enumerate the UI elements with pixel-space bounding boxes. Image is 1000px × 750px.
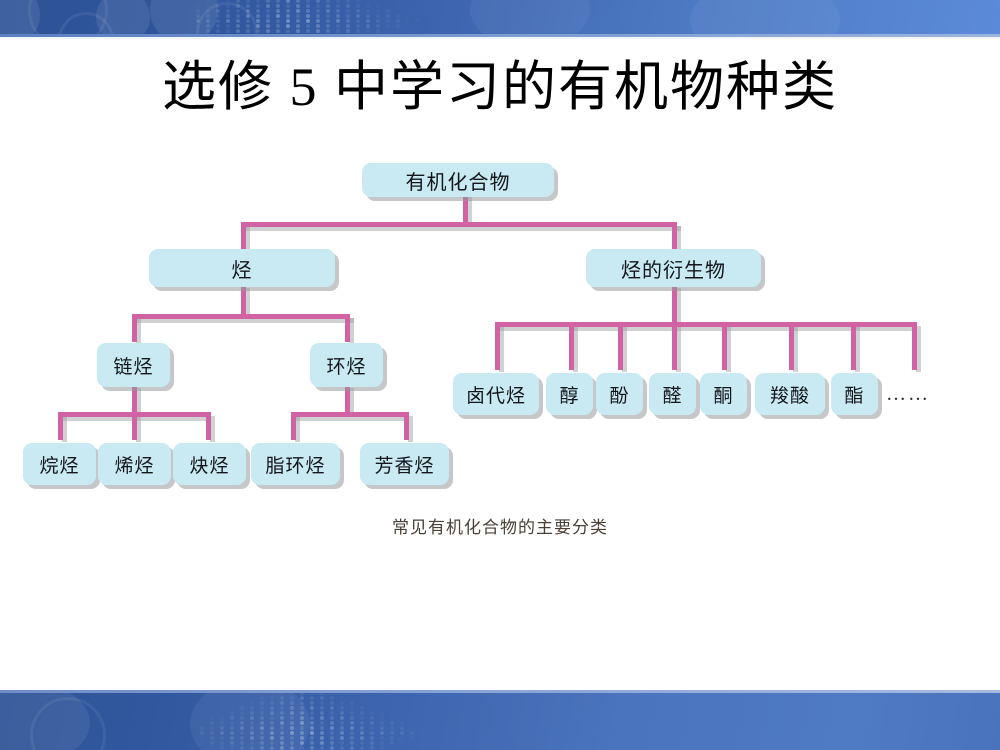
node-cyclic-hydrocarbon[interactable]: 环烃 xyxy=(310,343,383,387)
connector-ring-down xyxy=(345,386,350,414)
connector-to-alkyne xyxy=(206,412,211,440)
connector-chain-down xyxy=(132,386,137,414)
connector-to-alkane xyxy=(58,412,63,440)
node-ester[interactable]: 酯 xyxy=(831,373,878,415)
ellipsis-more-derivatives: …… xyxy=(886,383,930,405)
connector-to-phenol xyxy=(618,322,623,370)
node-organic-compound[interactable]: 有机化合物 xyxy=(362,163,554,197)
top-band-divider-light xyxy=(0,37,1000,39)
node-alkane[interactable]: 烷烃 xyxy=(23,443,96,485)
node-chain-hydrocarbon[interactable]: 链烃 xyxy=(97,343,170,387)
node-hydrocarbon-derivative[interactable]: 烃的衍生物 xyxy=(586,249,761,287)
connector-shadow xyxy=(245,288,250,316)
connector-to-derivatives xyxy=(672,222,677,250)
connector-shadow xyxy=(676,226,681,252)
connector-shadow xyxy=(573,326,578,372)
node-haloalkane[interactable]: 卤代烃 xyxy=(453,373,539,415)
connector-shadow xyxy=(295,416,300,442)
diagram-caption: 常见有机化合物的主要分类 xyxy=(392,518,608,537)
connector-to-others xyxy=(912,322,917,370)
connector-shadow xyxy=(676,326,681,372)
connector-shadow xyxy=(726,326,731,372)
connector-to-alkene xyxy=(132,412,137,440)
node-aldehyde[interactable]: 醛 xyxy=(649,373,696,415)
decorative-circle xyxy=(690,0,840,34)
connector-hydrocarbon-down xyxy=(241,286,246,316)
decorative-circle xyxy=(28,0,108,34)
node-phenol[interactable]: 酚 xyxy=(596,373,643,415)
connector-level3-bus xyxy=(132,314,350,319)
node-aromatic-hydrocarbon[interactable]: 芳香烃 xyxy=(360,443,449,485)
connector-shadow xyxy=(136,318,354,323)
connector-shadow xyxy=(467,196,472,224)
node-alkene[interactable]: 烯烃 xyxy=(98,443,171,485)
decorative-circle xyxy=(30,697,106,750)
connector-shadow xyxy=(793,326,798,372)
node-alcohol[interactable]: 醇 xyxy=(546,373,593,415)
bottom-band-divider xyxy=(0,690,1000,693)
page-title: 选修 5 中学习的有机物种类 xyxy=(162,57,838,117)
decorative-circle xyxy=(190,693,310,750)
node-carboxylic-acid[interactable]: 羧酸 xyxy=(755,373,825,415)
connector-ring-bus xyxy=(291,412,404,417)
connector-root-down xyxy=(463,194,468,224)
connector-to-carboxylic-acid xyxy=(789,322,794,370)
node-ketone[interactable]: 酮 xyxy=(700,373,747,415)
connector-to-alcohol xyxy=(569,322,574,370)
connector-shadow xyxy=(136,416,141,442)
connector-to-hydrocarbon xyxy=(241,222,246,250)
connector-to-haloalkane xyxy=(495,322,500,370)
connector-shadow xyxy=(916,326,921,372)
connector-to-aldehyde xyxy=(672,322,677,370)
bottom-decoration-band xyxy=(0,693,1000,750)
top-decoration-band xyxy=(0,0,1000,34)
connector-shadow xyxy=(136,388,141,414)
top-band-divider xyxy=(0,34,1000,37)
connector-shadow xyxy=(295,416,408,421)
node-alicyclic-hydrocarbon[interactable]: 脂环烃 xyxy=(251,443,340,485)
connector-shadow xyxy=(62,416,67,442)
connector-shadow xyxy=(676,288,681,324)
node-hydrocarbon[interactable]: 烃 xyxy=(149,249,335,287)
connector-shadow xyxy=(136,318,141,344)
connector-to-ester xyxy=(851,322,856,370)
connector-shadow xyxy=(499,326,916,331)
connector-shadow xyxy=(408,416,413,442)
connector-shadow xyxy=(210,416,215,442)
connector-to-chain xyxy=(132,314,137,342)
connector-derivatives-bus xyxy=(495,322,912,327)
connector-to-aromatic xyxy=(404,412,409,440)
connector-level2-bus xyxy=(241,222,677,227)
connector-shadow xyxy=(855,326,860,372)
connector-shadow xyxy=(499,326,504,372)
node-alkyne[interactable]: 炔烃 xyxy=(173,443,246,485)
connector-derivatives-down xyxy=(672,286,677,324)
decorative-circle xyxy=(470,0,590,34)
connector-to-ring xyxy=(345,314,350,342)
connector-to-ketone xyxy=(722,322,727,370)
connector-shadow xyxy=(349,318,354,344)
connector-shadow xyxy=(622,326,627,372)
connector-shadow xyxy=(245,226,681,231)
connector-to-alicyclic xyxy=(291,412,296,440)
connector-shadow xyxy=(245,226,250,252)
connector-shadow xyxy=(349,388,354,414)
